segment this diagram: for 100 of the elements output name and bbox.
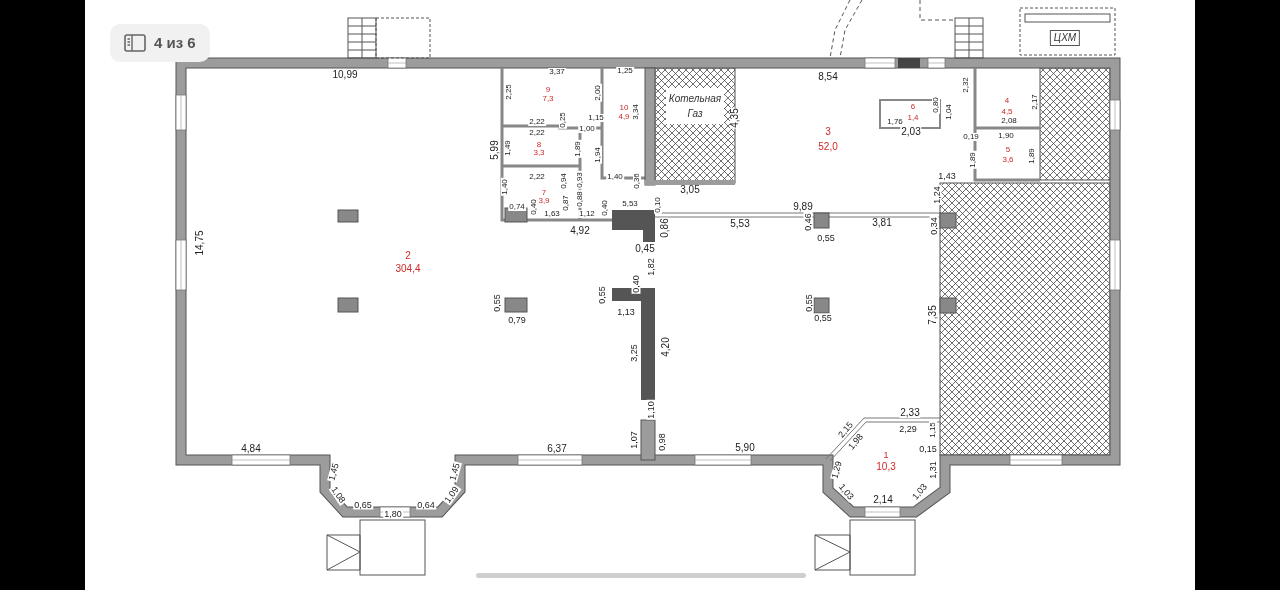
dimension-label: 5,53 <box>729 219 751 229</box>
room-number-label: 4 <box>1004 97 1010 105</box>
dimension-label: 3,05 <box>679 185 701 195</box>
room-number-label: 4,9 <box>618 113 630 121</box>
dimension-label: 1,40 <box>501 178 509 196</box>
dimension-label: 1,80 <box>383 509 403 519</box>
dimension-label: 0,55 <box>492 293 502 313</box>
boiler-room-label-box: Котельная Газ <box>666 88 724 124</box>
dimension-label: 0,19 <box>962 133 980 141</box>
dimension-label: 3,34 <box>632 103 640 121</box>
dimension-label: 1,31 <box>928 460 938 480</box>
room-number-label: 7,3 <box>542 95 554 103</box>
dimension-label: 4,20 <box>661 336 671 358</box>
dimension-label: 2,08 <box>1000 117 1018 125</box>
room-number-label: 8 <box>536 141 542 149</box>
dimension-label: 0,45 <box>634 244 656 254</box>
dimension-label: 9,89 <box>792 202 814 212</box>
dimension-label: 7,35 <box>928 304 938 326</box>
room-number-label: 2 <box>405 251 411 261</box>
dimension-label: 1,63 <box>543 210 561 218</box>
dimension-label: 6,37 <box>546 444 568 454</box>
room-number-label: 4,5 <box>1001 108 1013 116</box>
dimension-label: 0,46 <box>803 212 813 232</box>
dimension-label: 8,54 <box>817 72 839 82</box>
dimension-label: 4,35 <box>730 107 740 129</box>
dimension-label: 0,88 <box>576 190 584 208</box>
dimension-label: 10,99 <box>331 70 359 80</box>
dimension-label: 0,40 <box>631 274 641 294</box>
room-number-label: 9 <box>545 86 551 94</box>
room-number-label: 3 <box>825 127 831 137</box>
dimension-label: 2,00 <box>594 84 602 102</box>
dimension-label: 2,29 <box>898 424 918 434</box>
dimension-label: 0,86 <box>660 217 670 239</box>
dimension-label: 0,34 <box>929 216 939 236</box>
dimension-label: 1,43 <box>937 171 957 181</box>
dimension-label: 1,24 <box>932 185 942 205</box>
dimension-label: 0,74 <box>508 203 526 211</box>
dimension-label: 0,40 <box>601 199 609 217</box>
dimension-label: 4,84 <box>240 444 262 454</box>
dimension-label: 1,04 <box>945 103 953 121</box>
image-counter: 4 из 6 <box>154 32 196 53</box>
room-number-label: 52,0 <box>818 142 838 152</box>
dimension-label: 0,79 <box>507 315 527 325</box>
dimension-label: 1,12 <box>578 210 596 218</box>
dimension-label: 5,53 <box>621 200 639 208</box>
dimension-label: 0,65 <box>353 500 373 510</box>
room-number-label: 10 <box>619 104 629 112</box>
dimension-label: 0,10 <box>654 196 662 214</box>
dimension-label: 0,55 <box>804 293 814 313</box>
room-number-label: 3,3 <box>533 149 545 157</box>
dimension-label: 2,17 <box>1031 93 1039 111</box>
dimension-label: 1,49 <box>504 139 512 157</box>
dimension-label: 1,89 <box>1028 147 1036 165</box>
dimension-label: 1,13 <box>616 307 636 317</box>
dimension-label: 3,25 <box>629 343 639 363</box>
dimension-label: 1,25 <box>616 67 634 75</box>
equipment-label: ЦХМ <box>1049 30 1081 46</box>
room-number-label: 1 <box>883 450 889 460</box>
dimension-label: 0,93 <box>576 171 584 189</box>
dimension-label: 2,22 <box>528 118 546 126</box>
dimension-label: 0,15 <box>918 444 938 454</box>
room-number-label: 304,4 <box>395 264 421 274</box>
dimension-label: 2,03 <box>900 127 922 137</box>
dimension-label: 0,94 <box>560 172 568 190</box>
dimension-label: 0,80 <box>932 96 940 114</box>
dimension-label: 0,55 <box>813 313 833 323</box>
dimension-label: 4,92 <box>569 226 591 236</box>
dimension-label: 2,22 <box>528 129 546 137</box>
dimension-label: 1,90 <box>997 132 1015 140</box>
dimension-label: 2,25 <box>505 83 513 101</box>
dimension-label: 1,40 <box>606 173 624 181</box>
dimension-label: 1,94 <box>594 146 602 164</box>
dimension-label: 3,81 <box>871 218 893 228</box>
dimension-label: 1,15 <box>929 421 937 439</box>
dimension-label: 14,75 <box>195 229 205 257</box>
dimension-label: 1,82 <box>646 257 656 277</box>
dimension-label: 0,87 <box>562 194 570 212</box>
dimension-label: 0,36 <box>633 172 641 190</box>
dimension-label: 1,07 <box>629 430 639 450</box>
room-number-label: 7 <box>541 189 547 197</box>
dimension-label: 5,99 <box>490 139 500 161</box>
room-number-label: 6 <box>910 103 916 111</box>
dimension-label: 2,22 <box>528 173 546 181</box>
dimension-label: 3,37 <box>548 68 566 76</box>
dimension-label: 1,89 <box>574 140 582 158</box>
dimension-label: 0,98 <box>657 432 667 452</box>
room-number-label: 10,3 <box>876 462 896 472</box>
room-number-label: 1,4 <box>907 114 919 122</box>
dimension-label: 0,55 <box>597 285 607 305</box>
dimension-label: 0,40 <box>530 198 538 216</box>
room-number-label: 3,6 <box>1002 156 1014 164</box>
dimension-label: 1,89 <box>969 151 977 169</box>
dimension-label: 1,15 <box>587 114 605 122</box>
dimension-label: 5,90 <box>734 443 756 453</box>
dimension-label: 0,64 <box>416 500 436 510</box>
dimension-label: 1,10 <box>646 400 656 420</box>
dimension-label: 2,14 <box>872 495 894 505</box>
dimension-label: 2,33 <box>899 408 921 418</box>
dimension-label: 0,25 <box>559 111 567 129</box>
dimension-label: 1,76 <box>886 118 904 126</box>
